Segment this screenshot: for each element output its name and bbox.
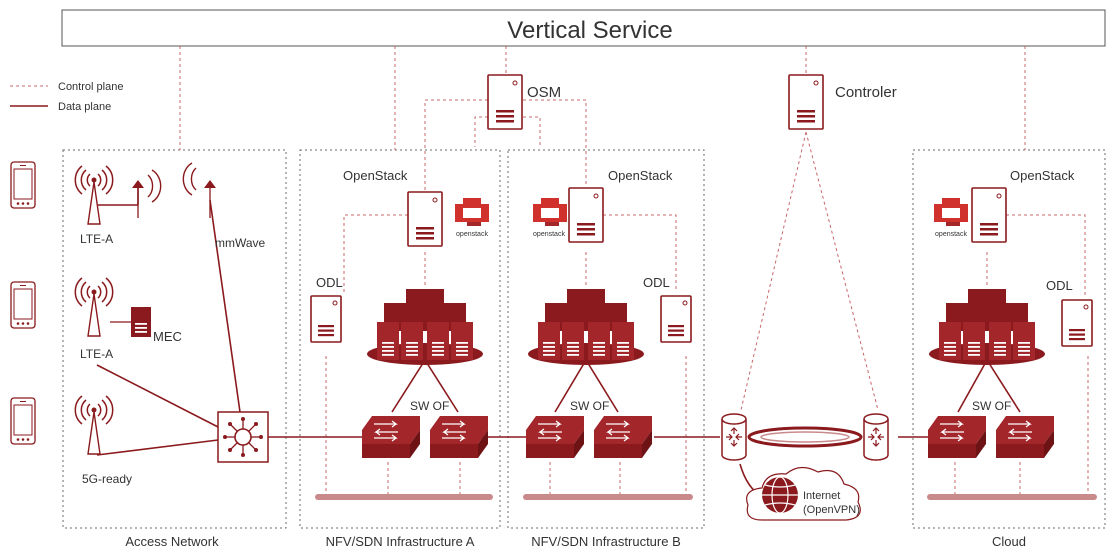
mec-label: MEC bbox=[153, 329, 182, 344]
legend-control-label: Control plane bbox=[58, 81, 123, 93]
infra-b-box bbox=[507, 149, 705, 529]
osm-label: OSM bbox=[527, 84, 561, 101]
cloud-openstack-label: OpenStack bbox=[1010, 168, 1075, 183]
infra-a-server-stack-icon bbox=[367, 289, 483, 365]
infra-b-openstack-server-icon bbox=[568, 187, 604, 243]
infra-b-sw-of-label: SW OF bbox=[570, 399, 609, 413]
cloud-server-stack-icon bbox=[929, 289, 1045, 365]
router-icon bbox=[721, 413, 747, 461]
infra-a-logo-text: openstack bbox=[456, 231, 488, 238]
openstack-logo-icon bbox=[455, 198, 489, 226]
cloud-openstack-server-icon bbox=[971, 187, 1007, 243]
legend: Control plane Data plane bbox=[10, 81, 123, 113]
cloud-box bbox=[912, 149, 1106, 529]
mec-icon bbox=[110, 307, 151, 337]
phone-icon bbox=[10, 281, 36, 329]
of-switch-icon bbox=[995, 415, 1055, 459]
of-switch-icon bbox=[927, 415, 987, 459]
cloud-sw-of-label: SW OF bbox=[972, 399, 1011, 413]
infra-a-odl-server-icon bbox=[310, 295, 342, 343]
infra-b-server-stack-icon bbox=[528, 289, 644, 365]
openstack-logo-icon bbox=[934, 198, 968, 226]
mmwave-label: mmWave bbox=[215, 236, 266, 250]
antenna-icon bbox=[74, 165, 114, 225]
lte-a-mid-label: LTE-A bbox=[80, 347, 113, 361]
cloud-logo-text: openstack bbox=[935, 231, 967, 238]
controller-server-icon bbox=[788, 74, 824, 130]
fiveg-label: 5G-ready bbox=[82, 472, 132, 486]
infra-a-openstack-label: OpenStack bbox=[343, 168, 408, 183]
infra-a-box bbox=[299, 149, 501, 529]
cloud-odl-label: ODL bbox=[1046, 278, 1073, 293]
infra-b-odl-server-icon bbox=[660, 295, 692, 343]
antenna-icon bbox=[74, 395, 114, 455]
infra-b-openstack-label: OpenStack bbox=[608, 168, 673, 183]
infra-a-openstack-server-icon bbox=[407, 191, 443, 247]
antenna-icon bbox=[132, 169, 162, 218]
phone-icon bbox=[10, 397, 36, 445]
vertical-service-bar: Vertical Service bbox=[61, 9, 1106, 47]
infra-b-logo-text: openstack bbox=[533, 231, 565, 238]
vpn-ring bbox=[747, 426, 863, 448]
hub-switch-icon bbox=[217, 411, 269, 463]
lte-a-top-label: LTE-A bbox=[80, 232, 113, 246]
antenna-icon bbox=[74, 277, 114, 337]
osm-server-icon bbox=[487, 74, 523, 130]
access-network-box bbox=[62, 149, 287, 529]
phone-icon bbox=[10, 161, 36, 209]
of-switch-icon bbox=[429, 415, 489, 459]
of-switch-icon bbox=[525, 415, 585, 459]
cloud-label: Cloud bbox=[992, 534, 1026, 549]
infra-a-odl-label: ODL bbox=[316, 275, 343, 290]
infra-a-label: NFV/SDN Infrastructure A bbox=[326, 534, 475, 549]
openstack-logo-icon bbox=[533, 198, 567, 226]
controller-label: Controler bbox=[835, 84, 897, 101]
legend-data-label: Data plane bbox=[58, 101, 111, 113]
infra-b-odl-label: ODL bbox=[643, 275, 670, 290]
vertical-service-title: Vertical Service bbox=[507, 17, 672, 44]
control-plane-links bbox=[179, 46, 1089, 495]
of-switch-icon bbox=[361, 415, 421, 459]
mmwave-antenna-icon bbox=[182, 162, 216, 218]
openvpn-label: (OpenVPN) bbox=[803, 504, 860, 516]
data-plane-links bbox=[96, 188, 1021, 501]
globe-icon bbox=[762, 476, 798, 514]
access-network-label: Access Network bbox=[125, 534, 219, 549]
infra-b-label: NFV/SDN Infrastructure B bbox=[531, 534, 681, 549]
router-icon bbox=[863, 413, 889, 461]
infra-a-sw-of-label: SW OF bbox=[410, 399, 449, 413]
internet-label: Internet bbox=[803, 490, 840, 502]
of-switch-icon bbox=[593, 415, 653, 459]
cloud-odl-server-icon bbox=[1061, 299, 1093, 347]
